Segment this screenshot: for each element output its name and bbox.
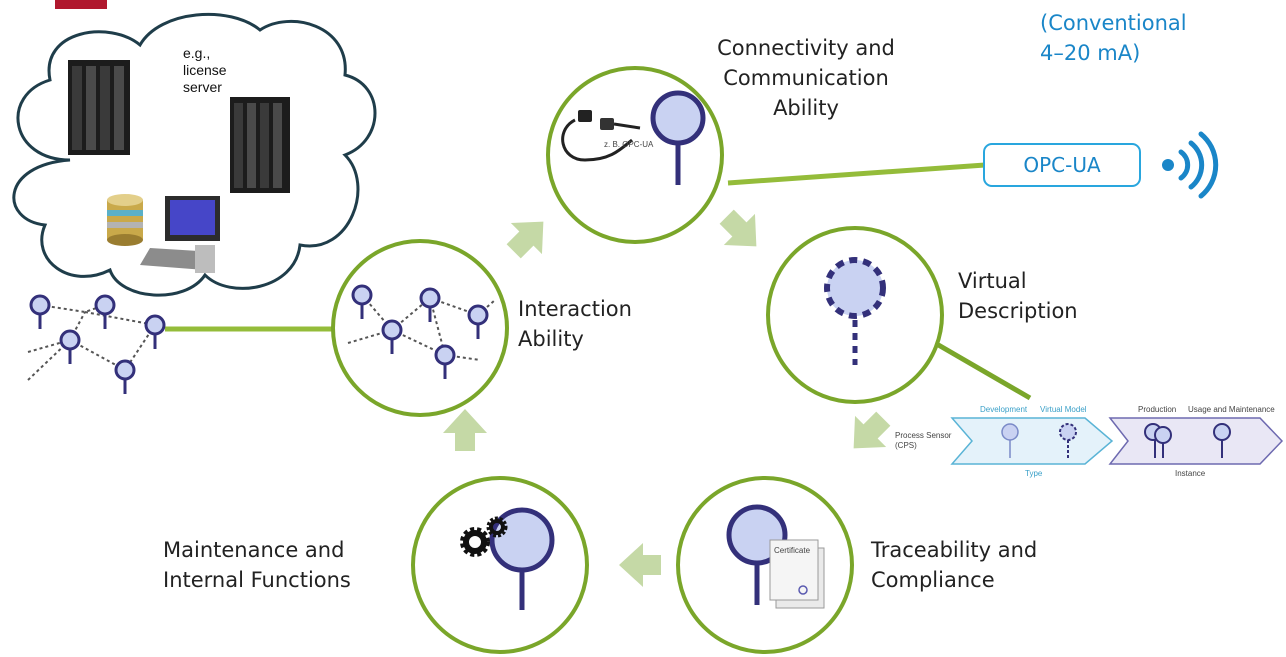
- traceability-label-line: Traceability and: [871, 538, 1038, 562]
- cloud-note: e.g., license server: [183, 45, 227, 96]
- traceability-circle: Certificate: [676, 476, 854, 654]
- connector-virtual-line: [933, 340, 1032, 401]
- network-nodes: [27, 294, 166, 396]
- conventional-line: 4–20 mA): [1040, 41, 1141, 65]
- maintenance-label-line: Internal Functions: [163, 568, 351, 592]
- connectivity-circle: z. B. OPC-UA: [546, 66, 724, 244]
- cloud-note-line: license: [183, 62, 227, 78]
- connectivity-label-line: Ability: [773, 96, 839, 120]
- database-icon: [107, 194, 143, 246]
- interaction-circle: [331, 239, 509, 417]
- connectivity-label-line: Communication: [723, 66, 889, 90]
- process-sensor-label: (CPS): [895, 441, 917, 450]
- cycle-arrows: [443, 209, 891, 587]
- connectivity-label: Connectivity and Communication Ability: [676, 33, 936, 123]
- type-phase-label: Virtual Model: [1040, 405, 1087, 414]
- conventional-line: (Conventional: [1040, 11, 1187, 35]
- traceability-label-line: Compliance: [871, 568, 995, 592]
- server-rack-icon: [68, 60, 130, 155]
- connectivity-label-line: Connectivity and: [717, 36, 895, 60]
- maintenance-circle: [411, 476, 589, 654]
- plug-caption: z. B. OPC-UA: [604, 140, 654, 149]
- virtual-label-line: Description: [958, 299, 1078, 323]
- connector-opc-line: [727, 162, 986, 186]
- instance-label: Instance: [1175, 469, 1206, 478]
- instance-phase-label: Usage and Maintenance: [1188, 405, 1275, 414]
- computer-icon: [140, 196, 220, 273]
- instance-phase-label: Production: [1138, 405, 1176, 414]
- process-sensor-label: Process Sensor: [895, 431, 952, 440]
- interaction-label-line: Ability: [518, 327, 584, 351]
- opc-ua-box: OPC-UA: [983, 143, 1141, 187]
- server-rack-icon: [230, 97, 290, 193]
- certificate-text: Certificate: [774, 546, 811, 555]
- cloud-note-line: e.g.,: [183, 45, 211, 61]
- lifecycle-diagram: Process Sensor (CPS) Development Virtual…: [895, 405, 1284, 478]
- wireless-signal-icon: [1162, 131, 1219, 199]
- opc-ua-label: OPC-UA: [1023, 153, 1101, 177]
- virtual-label-line: Virtual: [958, 269, 1027, 293]
- interaction-label-line: Interaction: [518, 297, 632, 321]
- type-phase-label: Development: [980, 405, 1028, 414]
- virtual-description-circle: [766, 226, 944, 404]
- cloud-note-line: server: [183, 79, 222, 95]
- top-accent-bar: [55, 0, 107, 9]
- maintenance-label-line: Maintenance and: [163, 538, 345, 562]
- interaction-label: Interaction Ability: [518, 294, 632, 354]
- conventional-label: (Conventional 4–20 mA): [1040, 8, 1187, 68]
- type-label: Type: [1025, 469, 1043, 478]
- virtual-description-label: Virtual Description: [958, 266, 1078, 326]
- gear-icon: [486, 516, 508, 538]
- gear-icon: [460, 527, 490, 557]
- traceability-label: Traceability and Compliance: [871, 535, 1037, 595]
- maintenance-label: Maintenance and Internal Functions: [163, 535, 351, 595]
